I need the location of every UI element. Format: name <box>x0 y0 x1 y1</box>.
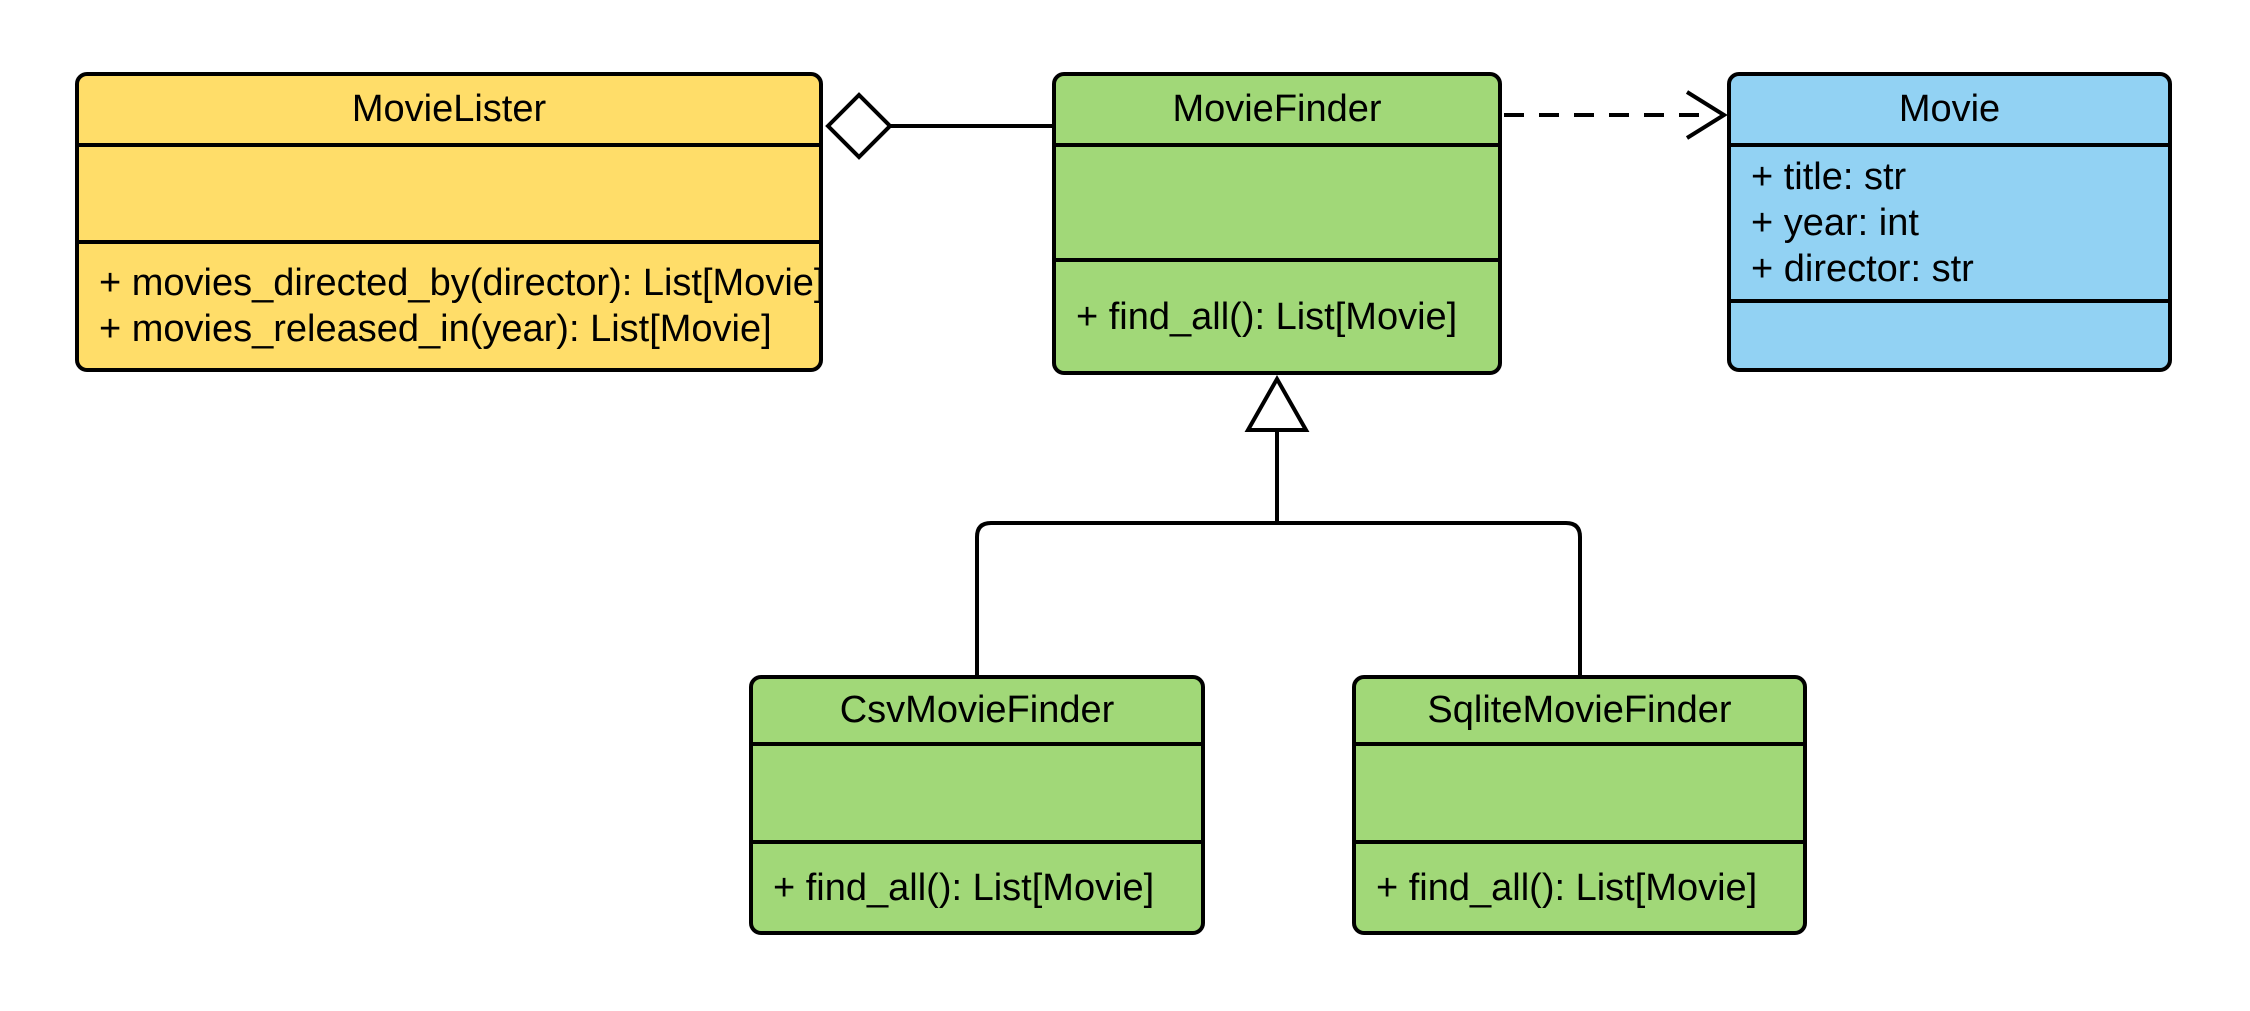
class-box-csvmoviefinder: CsvMovieFinder + find_all(): List[Movie] <box>749 675 1205 935</box>
method-entry: + movies_released_in(year): List[Movie] <box>99 308 772 350</box>
attributes-compartment <box>79 147 819 244</box>
class-title: SqliteMovieFinder <box>1356 679 1803 746</box>
methods-compartment: + movies_directed_by(director): List[Mov… <box>79 244 825 368</box>
aggregation-connector <box>825 92 1054 160</box>
class-box-sqlitemoviefinder: SqliteMovieFinder + find_all(): List[Mov… <box>1352 675 1807 935</box>
method-entry: + find_all(): List[Movie] <box>773 866 1155 909</box>
class-box-moviefinder: MovieFinder + find_all(): List[Movie] <box>1052 72 1502 375</box>
attribute-entry: + year: int <box>1751 202 1919 244</box>
class-box-movielister: MovieLister + movies_directed_by(directo… <box>75 72 825 372</box>
method-entry: + find_all(): List[Movie] <box>1376 866 1758 909</box>
inheritance-triangle-icon <box>1244 374 1310 432</box>
inheritance-connector <box>975 374 1582 677</box>
attributes-compartment <box>1056 147 1498 262</box>
methods-compartment: + find_all(): List[Movie] <box>1356 844 1803 931</box>
dependency-connector <box>1504 90 1728 140</box>
class-title: MovieFinder <box>1056 76 1498 147</box>
attributes-compartment <box>1356 746 1803 844</box>
inheritance-branch-line <box>975 521 1582 677</box>
attributes-compartment: + title: str + year: int + director: str <box>1731 147 2168 303</box>
methods-compartment <box>1731 303 2168 368</box>
method-entry: + movies_directed_by(director): List[Mov… <box>99 262 825 304</box>
class-title: Movie <box>1731 76 2168 147</box>
attribute-entry: + title: str <box>1751 156 1907 198</box>
method-entry: + find_all(): List[Movie] <box>1076 295 1458 338</box>
methods-compartment: + find_all(): List[Movie] <box>753 844 1201 931</box>
attributes-compartment <box>753 746 1201 844</box>
class-title: CsvMovieFinder <box>753 679 1201 746</box>
methods-compartment: + find_all(): List[Movie] <box>1056 262 1498 371</box>
dependency-open-arrowhead-icon <box>1685 90 1728 140</box>
aggregation-diamond-icon <box>825 92 893 160</box>
class-title: MovieLister <box>79 76 819 147</box>
attribute-entry: + director: str <box>1751 248 1974 290</box>
class-box-movie: Movie + title: str + year: int + directo… <box>1727 72 2172 372</box>
